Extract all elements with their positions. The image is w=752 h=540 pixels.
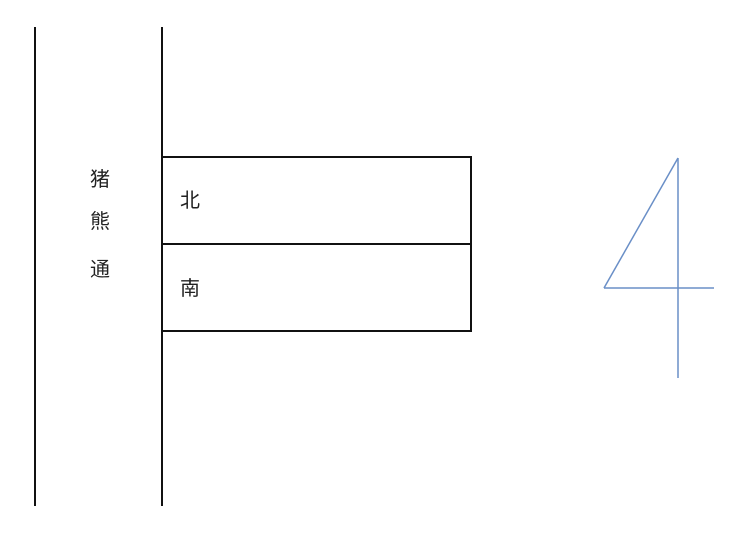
plot-south-label: 南 [180, 276, 200, 300]
plot-south [161, 243, 472, 332]
compass-diagonal [603, 157, 679, 289]
street-name-char-2: 熊 [90, 209, 110, 233]
street-name-char-1: 猪 [90, 167, 110, 191]
street-name-char-3: 通 [90, 257, 110, 281]
plot-north [161, 156, 472, 245]
plot-north-label: 北 [180, 188, 200, 212]
north-arrow-icon [603, 157, 714, 378]
